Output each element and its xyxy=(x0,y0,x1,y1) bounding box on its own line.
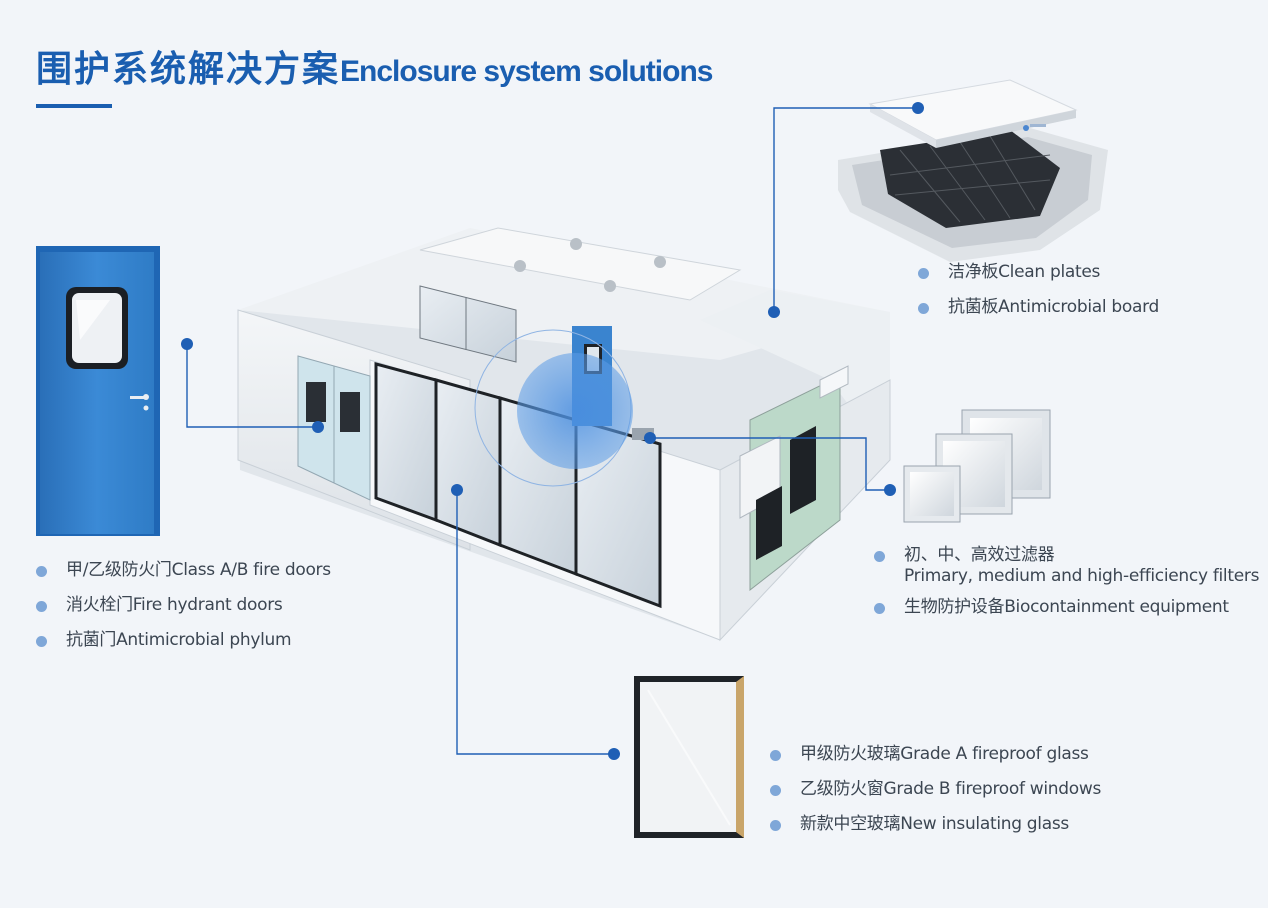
list-item-label: 洁净板Clean plates xyxy=(948,262,1101,282)
list-item: 甲级防火玻璃Grade A fireproof glass xyxy=(770,744,1101,765)
bullet-dot xyxy=(770,820,781,831)
glass-connector-dot xyxy=(608,748,620,760)
list-item-label: 生物防护设备Biocontainment equipment xyxy=(904,597,1229,617)
title-chinese: 围护系统解决方案 xyxy=(36,49,341,90)
panel-connector-dot xyxy=(912,102,924,114)
doors-list: 甲/乙级防火门Class A/B fire doors 消火栓门Fire hyd… xyxy=(36,560,331,665)
page-title: 围护系统解决方案 Enclosure system solutions xyxy=(36,40,713,92)
list-item-label: 抗菌门Antimicrobial phylum xyxy=(66,630,292,650)
list-item: 生物防护设备Biocontainment equipment xyxy=(874,597,1259,618)
fireproof-window-illustration xyxy=(634,676,744,838)
bullet-dot xyxy=(918,303,929,314)
list-item-sublabel: Primary, medium and high-efficiency filt… xyxy=(904,566,1260,586)
door-target-dot xyxy=(312,421,324,433)
connector-dots xyxy=(181,102,924,760)
bullet-dot xyxy=(770,785,781,796)
connector-lines xyxy=(186,107,918,755)
list-item: 消火栓门Fire hydrant doors xyxy=(36,595,331,616)
list-item-label: 新款中空玻璃New insulating glass xyxy=(800,814,1069,834)
list-item: 初、中、高效过滤器 Primary, medium and high-effic… xyxy=(874,545,1259,587)
filter-target-dot xyxy=(644,432,656,444)
cleanroom-building xyxy=(237,227,891,642)
glass-list: 甲级防火玻璃Grade A fireproof glass 乙级防火窗Grade… xyxy=(770,744,1101,849)
glass-target-dot xyxy=(451,484,463,496)
panel-target-dot xyxy=(768,306,780,318)
bullet-dot xyxy=(874,603,885,614)
panels-list: 洁净板Clean plates 抗菌板Antimicrobial board xyxy=(918,262,1159,332)
bullet-dot xyxy=(918,268,929,279)
title-underline xyxy=(36,104,112,108)
bullet-dot xyxy=(36,566,47,577)
bullet-dot xyxy=(770,750,781,761)
list-item: 乙级防火窗Grade B fireproof windows xyxy=(770,779,1101,800)
filter-connector-dot xyxy=(884,484,896,496)
list-item-label: 初、中、高效过滤器 xyxy=(904,545,1055,565)
filters-list: 初、中、高效过滤器 Primary, medium and high-effic… xyxy=(874,545,1259,628)
title-english: Enclosure system solutions xyxy=(340,55,713,88)
highlight-spot xyxy=(474,329,633,487)
list-item: 新款中空玻璃New insulating glass xyxy=(770,814,1101,835)
filters-illustration xyxy=(903,409,1051,523)
bullet-dot xyxy=(36,601,47,612)
list-item-label: 抗菌板Antimicrobial board xyxy=(948,297,1159,317)
list-item-label: 甲级防火玻璃Grade A fireproof glass xyxy=(800,744,1089,764)
list-item: 抗菌门Antimicrobial phylum xyxy=(36,630,331,651)
door-connector-dot xyxy=(181,338,193,350)
bullet-dot xyxy=(874,551,885,562)
bullet-dot xyxy=(36,636,47,647)
list-item: 洁净板Clean plates xyxy=(918,262,1159,283)
list-item-label: 乙级防火窗Grade B fireproof windows xyxy=(800,779,1102,799)
clean-plate-illustration xyxy=(838,79,1108,262)
list-item: 抗菌板Antimicrobial board xyxy=(918,297,1159,318)
list-item-label: 甲/乙级防火门Class A/B fire doors xyxy=(66,560,331,580)
list-item: 甲/乙级防火门Class A/B fire doors xyxy=(36,560,331,581)
list-item-label: 消火栓门Fire hydrant doors xyxy=(66,595,283,615)
fire-door-illustration xyxy=(36,246,160,536)
